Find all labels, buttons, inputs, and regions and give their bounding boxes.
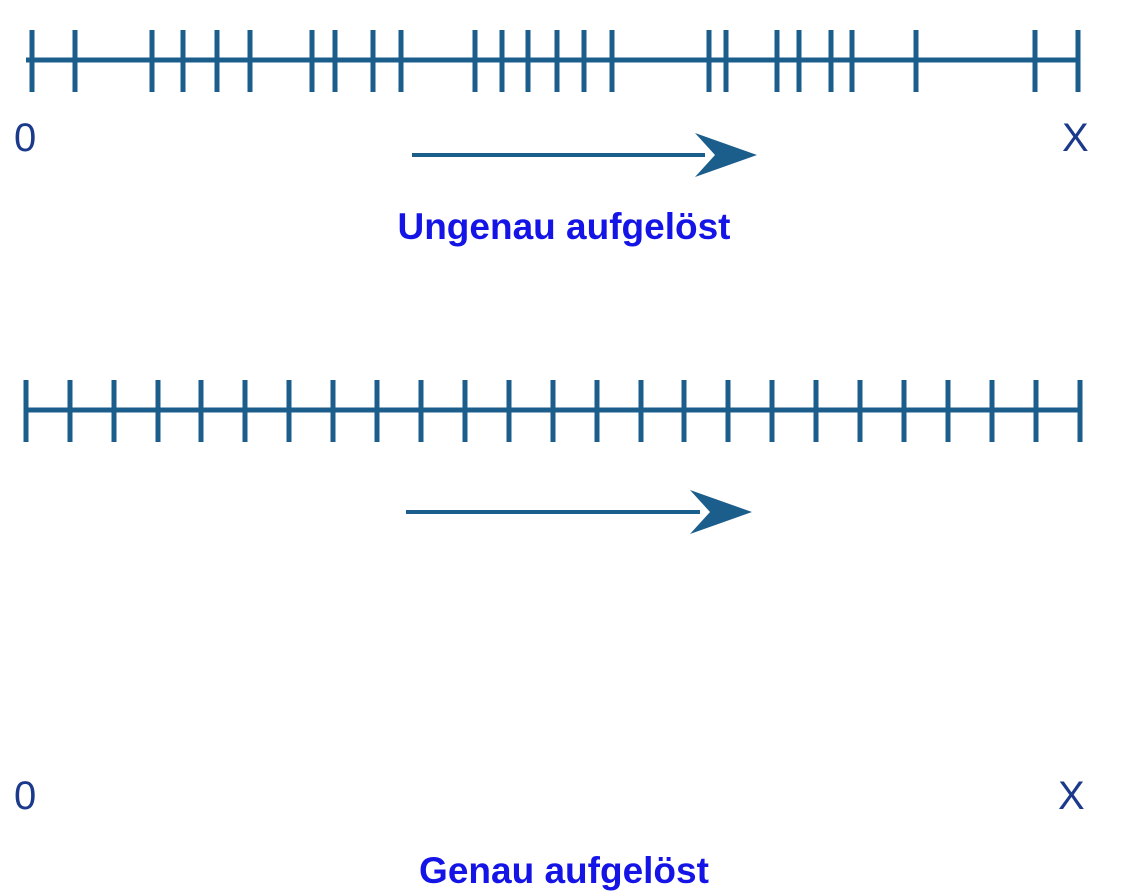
coarse-axis-start-label: 0: [14, 116, 37, 160]
fine-tick-group: [23, 380, 1083, 442]
panel-coarse-scale: 0 X Ungenau aufgelöst: [0, 0, 1128, 300]
coarse-tick-group: [29, 30, 1081, 92]
fine-caption: Genau aufgelöst: [419, 850, 709, 891]
coarse-caption: Ungenau aufgelöst: [397, 206, 731, 247]
fine-axis-end-label: X: [1058, 774, 1085, 818]
coarse-scale-drawing: [26, 30, 1081, 177]
coarse-axis-end-label: X: [1062, 116, 1089, 160]
fine-axis-start-label: 0: [14, 774, 37, 818]
fine-arrow-head: [690, 490, 752, 534]
coarse-arrow-head: [695, 133, 757, 177]
fine-scale-drawing: [23, 380, 1083, 534]
panel-fine-scale: 0 X Genau aufgelöst: [0, 300, 1128, 889]
